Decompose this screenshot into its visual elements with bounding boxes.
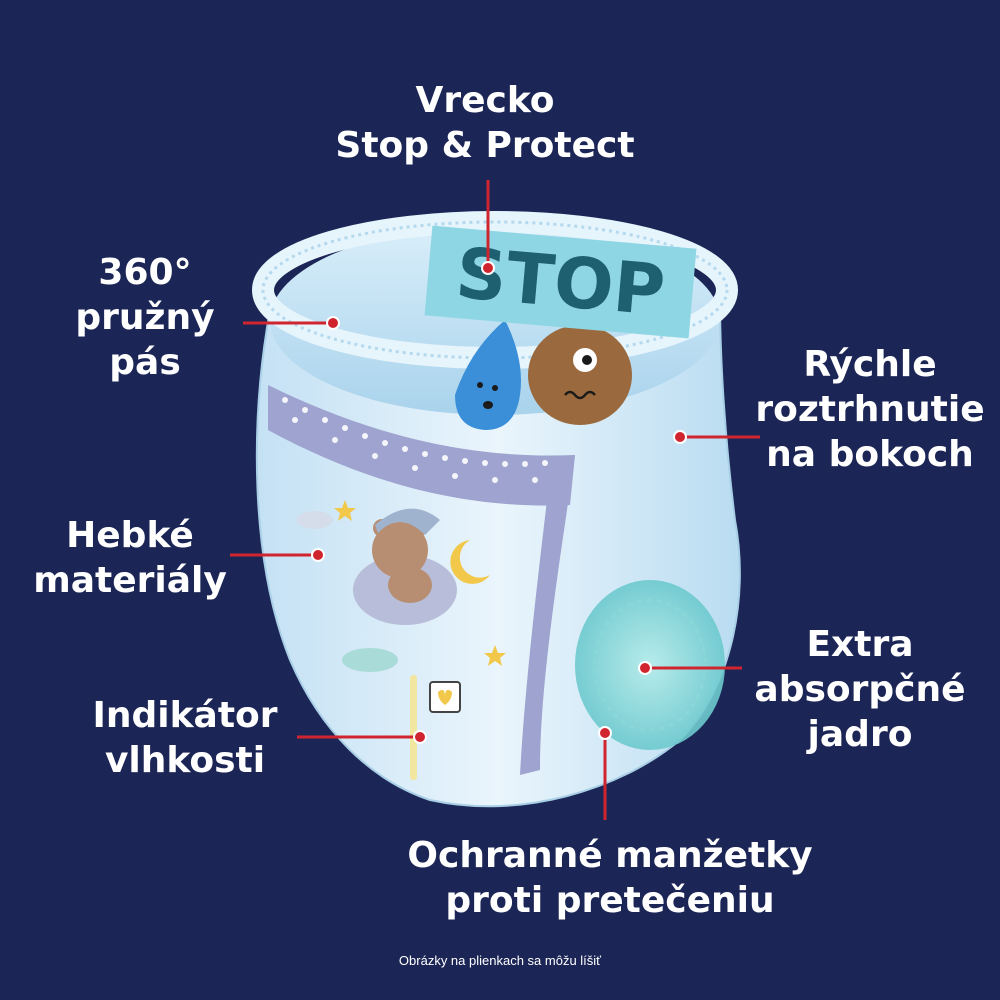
label-cuffs: Ochranné manžetky proti pretečeniu: [340, 833, 880, 923]
star-prints: [334, 500, 506, 666]
label-soft-line-1: Hebké: [66, 515, 194, 556]
callout-dot-pocket: [481, 261, 495, 275]
label-soft: Hebké materiály: [15, 513, 245, 603]
label-absorbent-line-1: Extra: [806, 624, 914, 665]
footnote: Obrázky na plienkach sa môžu líšiť: [398, 953, 602, 968]
callout-dot-absorbent: [638, 661, 652, 675]
label-pocket: Vrecko Stop & Protect: [310, 78, 660, 168]
wetness-indicator-strip: [410, 675, 417, 780]
bear-print: [353, 508, 457, 625]
label-waistband-line-1: 360°: [98, 252, 192, 293]
callout-dot-quick-tear: [673, 430, 687, 444]
callout-dot-wetness: [413, 730, 427, 744]
label-absorbent: Extra absorpčné jadro: [745, 622, 975, 757]
label-quick-tear: Rýchle roztrhnutie na bokoch: [755, 342, 985, 477]
callout-dot-soft: [311, 548, 325, 562]
waistband-band: [268, 385, 575, 506]
label-quick-tear-line-2: roztrhnutie: [755, 389, 985, 430]
pocket-characters: [455, 320, 632, 430]
label-wetness-line-1: Indikátor: [92, 695, 278, 736]
label-cuffs-line-2: proti pretečeniu: [445, 880, 775, 921]
label-quick-tear-line-1: Rýchle: [803, 344, 937, 385]
label-cuffs-line-1: Ochranné manžetky: [407, 835, 813, 876]
label-quick-tear-line-3: na bokoch: [766, 434, 974, 475]
cloud-prints: [297, 511, 398, 672]
label-waistband-line-2: pružný: [75, 297, 215, 338]
label-soft-line-2: materiály: [33, 560, 227, 601]
label-absorbent-line-3: jadro: [807, 714, 913, 755]
moon-print: [450, 540, 490, 584]
callout-dot-cuffs: [598, 726, 612, 740]
leg-band: [520, 455, 575, 775]
label-wetness: Indikátor vlhkosti: [65, 693, 305, 783]
callout-dot-waistband: [326, 316, 340, 330]
label-pocket-line-1: Vrecko: [415, 80, 555, 121]
label-wetness-line-2: vlhkosti: [104, 740, 266, 781]
waistband-stars: [282, 397, 563, 483]
label-pocket-line-2: Stop & Protect: [335, 125, 635, 166]
label-waistband: 360° pružný pás: [60, 250, 230, 385]
label-waistband-line-3: pás: [109, 342, 181, 383]
label-absorbent-line-2: absorpčné: [754, 669, 966, 710]
